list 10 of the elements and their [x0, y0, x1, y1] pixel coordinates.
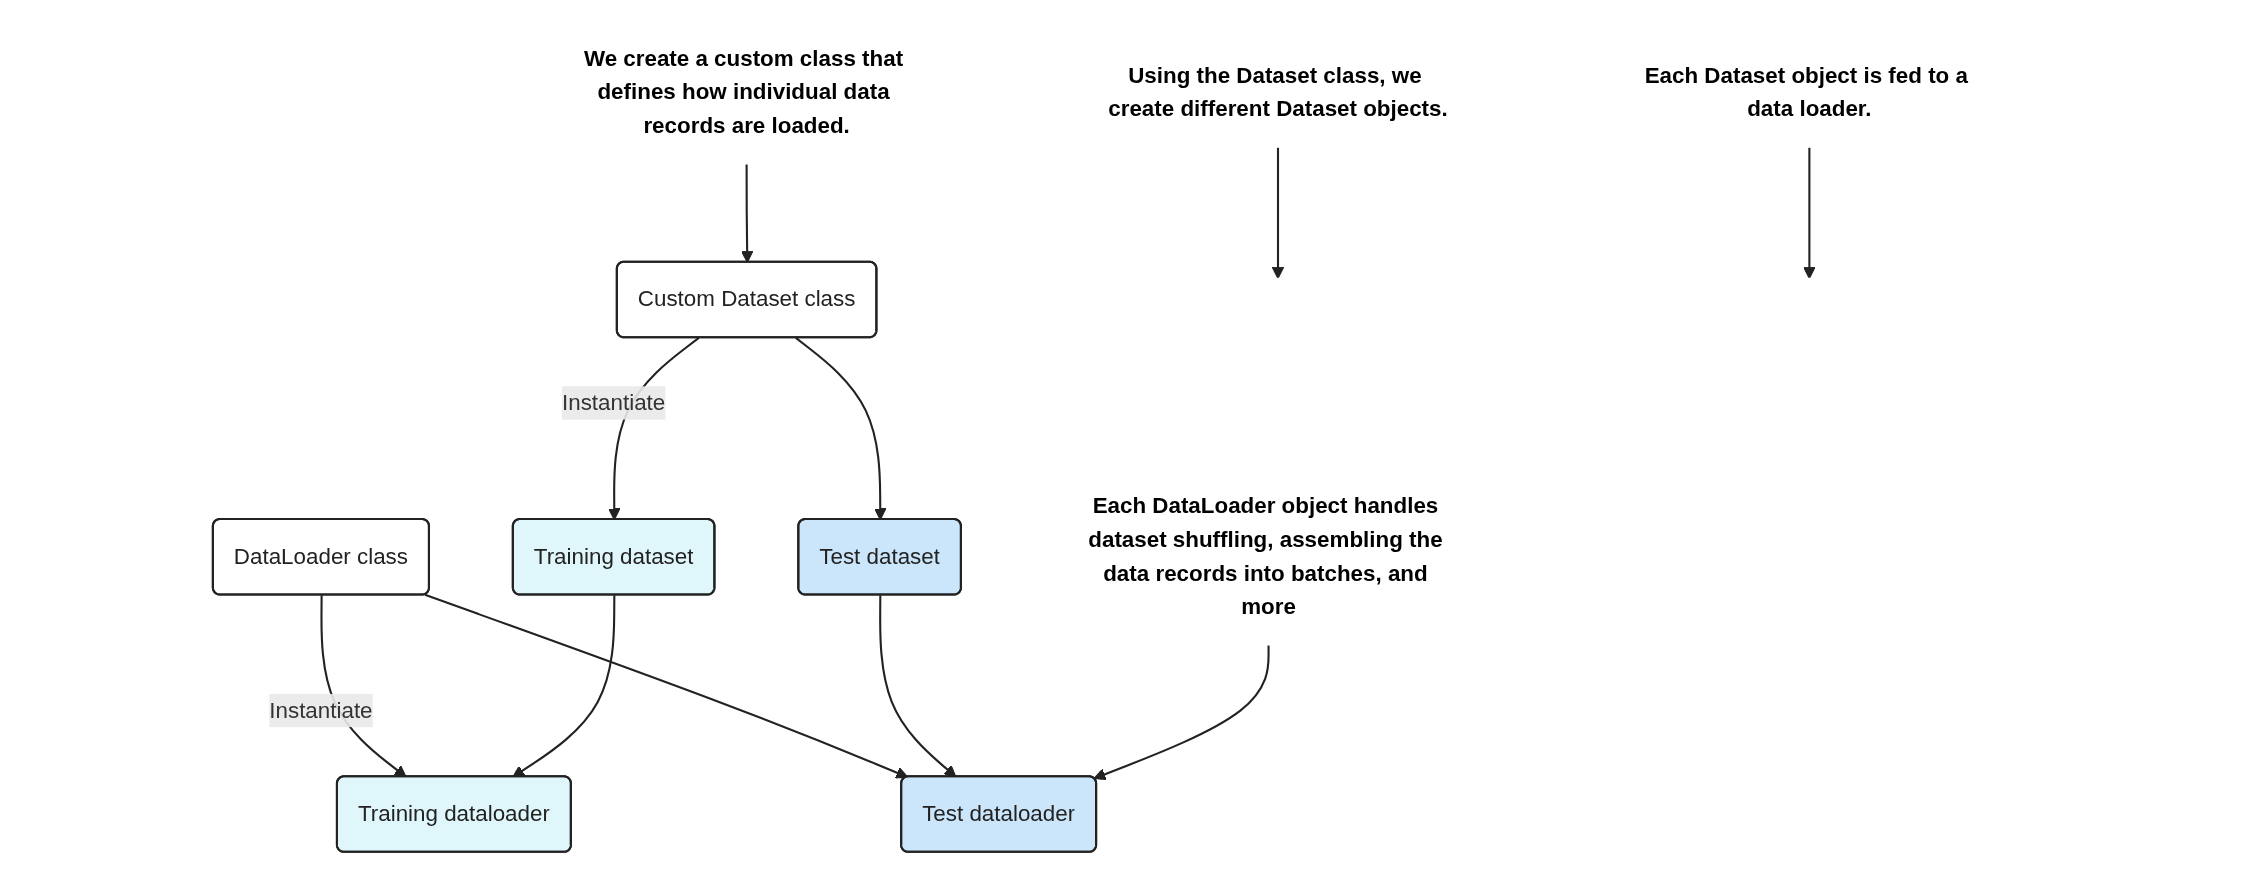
node-text: Each DataLoader object handles dataset shuffling, assembling the data records into batches, and more: [1088, 493, 1443, 619]
arrow: [1271, 147, 1285, 280]
node-text: Using the Dataset class, we create different Dataset objects.: [1108, 63, 1448, 121]
arrow: [424, 593, 909, 779]
arrow: [1093, 644, 1270, 781]
node-text: Each Dataset object is fed to a data loader.: [1644, 63, 1968, 121]
edge-label: Instantiate: [562, 390, 666, 415]
edge-label: Instantiate: [269, 697, 373, 722]
arrow: [1803, 147, 1816, 280]
node-text: We create a custom class that defines how individual data records are loaded.: [583, 46, 904, 138]
